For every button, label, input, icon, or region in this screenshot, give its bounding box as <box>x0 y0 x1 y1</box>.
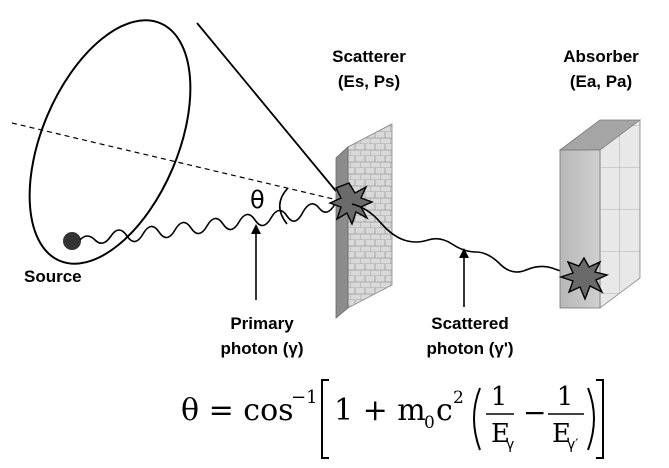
formula-sub-zero: 0 <box>424 413 435 433</box>
primary-photon-label-2: photon (γ) <box>220 339 303 358</box>
fraction2-denominator: E <box>552 419 571 449</box>
scattered-photon-label-2: photon (γ') <box>426 339 513 358</box>
theta-arc <box>278 187 289 225</box>
fraction2-numerator: 1 <box>557 382 574 412</box>
primary-photon-arrow <box>251 224 261 300</box>
cone-base-ellipse <box>28 19 192 265</box>
absorber-side <box>599 119 641 309</box>
compton-cone <box>11 19 347 265</box>
formula-lhs: θ = cos <box>181 393 294 428</box>
formula-one-plus-m: 1 + m <box>334 393 426 428</box>
primary-photon-label-1: Primary <box>230 314 294 333</box>
left-bracket <box>321 379 329 459</box>
scatterer-title: Scatterer <box>332 47 406 66</box>
compton-formula: θ = cos −1 1 + m 0 c 2 1 E γ − 1 E γ′ <box>181 379 604 459</box>
primary-photon-wave <box>79 201 346 244</box>
left-paren <box>473 387 481 451</box>
scattered-photon-arrow <box>459 248 469 307</box>
right-bracket <box>596 379 604 459</box>
absorber-title: Absorber <box>563 47 639 66</box>
cone-axis-dashed <box>11 122 347 203</box>
fraction1-denominator: E <box>491 419 510 449</box>
right-paren <box>587 387 595 451</box>
scattered-photon-label-1: Scattered <box>431 314 508 333</box>
formula-minus: − <box>523 396 546 429</box>
scatterer-block <box>328 123 393 319</box>
source-point <box>63 232 81 250</box>
scatterer-front <box>335 146 349 319</box>
absorb-event-burst <box>558 256 610 301</box>
absorber-subtitle: (Ea, Pa) <box>570 72 632 91</box>
scatterer-subtitle: (Es, Ps) <box>338 72 400 91</box>
source-label: Source <box>24 267 82 286</box>
cone-upper-edge <box>196 22 346 203</box>
formula-exponent: −1 <box>291 387 318 408</box>
fraction1-numerator: 1 <box>491 382 508 412</box>
absorber-block <box>558 119 642 309</box>
formula-c: c <box>436 393 453 428</box>
scatter-event-burst <box>328 182 374 226</box>
formula-squared: 2 <box>453 388 464 408</box>
fraction2-denominator-sub: γ′ <box>567 437 578 453</box>
theta-label: θ <box>250 186 265 214</box>
fraction1-denominator-sub: γ <box>506 437 514 453</box>
